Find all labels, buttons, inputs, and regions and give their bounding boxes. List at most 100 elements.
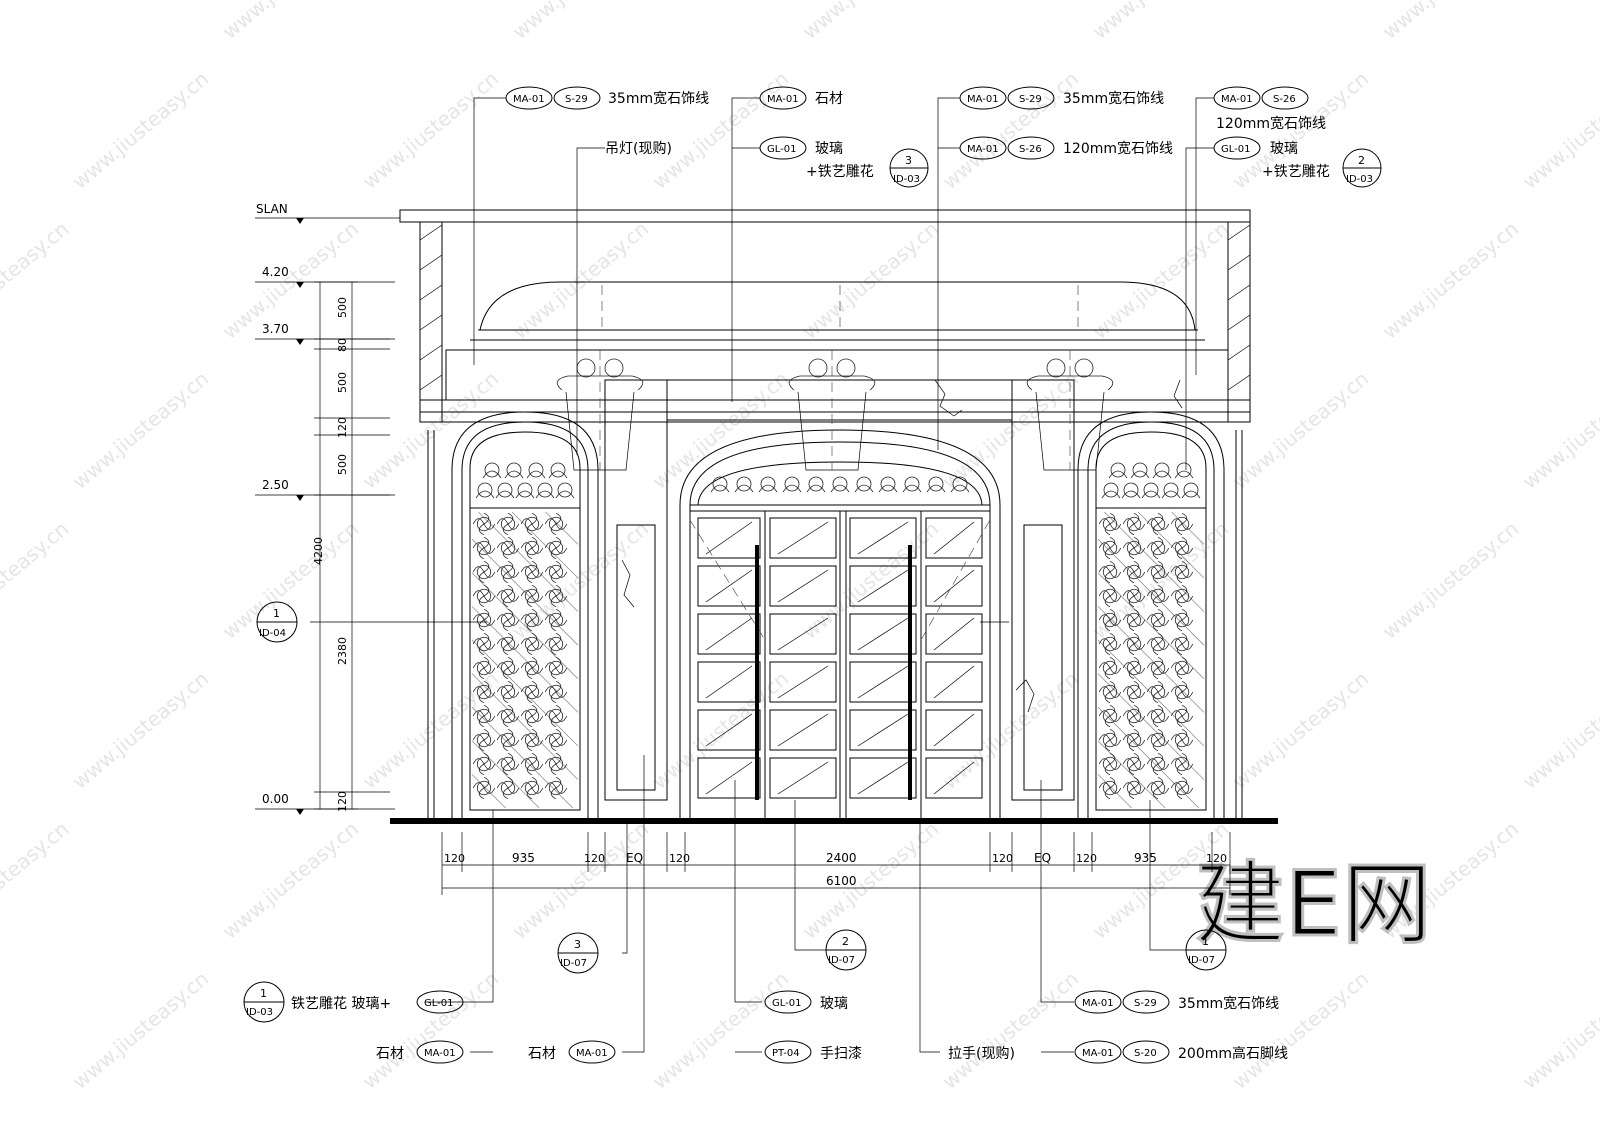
material-code: MA-01 <box>767 94 799 105</box>
watermark-text: www.jiusteasy.cn <box>508 0 653 44</box>
section-callout: 1 ID-03 <box>243 981 285 1023</box>
watermark-text: www.jiusteasy.cn <box>938 966 1083 1093</box>
dim-label: EQ <box>1034 851 1051 865</box>
dim-label: 120 <box>584 852 605 865</box>
annotation-text: 120mm宽石饰线 <box>1063 140 1173 157</box>
dim-label: 500 <box>336 372 349 393</box>
watermark-text: www.jiusteasy.cn <box>1518 66 1600 193</box>
horizontal-dimensions: 120 935 120 EQ 120 2400 120 EQ 120 935 1… <box>441 832 1231 895</box>
left-arched-window <box>451 411 599 818</box>
dim-label: 935 <box>1134 851 1157 865</box>
cornice <box>470 281 1205 341</box>
annotation-pendant: 吊灯(现购) <box>605 141 672 157</box>
level-label: SLAN <box>256 202 288 216</box>
watermark-text: www.jiusteasy.cn <box>798 216 943 343</box>
watermark-text: www.jiusteasy.cn <box>508 216 653 343</box>
annotation-text: 吊灯(现购) <box>605 141 672 157</box>
annotation-bottom-ironwork: 1 ID-03 铁艺雕花 玻璃+ GL-01 <box>243 981 464 1023</box>
material-code: S-29 <box>1134 998 1157 1009</box>
annotation-glass-center: GL-01 玻璃 +铁艺雕花 3 ID-03 <box>759 136 929 188</box>
svg-text:1: 1 <box>260 987 267 1000</box>
watermark-text: www.jiusteasy.cn <box>1228 666 1373 793</box>
watermark-text: www.jiusteasy.cn <box>508 816 653 943</box>
annotation-top-2: MA-01 石材 <box>759 86 843 110</box>
level-marker: 0.00 <box>255 792 395 815</box>
vertical-dimensions: 500 80 500 120 500 4200 2380 120 <box>312 281 390 812</box>
watermark-text: www.jiusteasy.cn <box>68 66 213 193</box>
watermark-text: www.jiusteasy.cn <box>0 216 73 343</box>
svg-text:ID-04: ID-04 <box>259 628 286 639</box>
annotation-bottom-line-35: MA-01 S-29 35mm宽石饰线 <box>1074 990 1279 1014</box>
watermark-text: www.jiusteasy.cn <box>1518 366 1600 493</box>
watermark-text: www.jiusteasy.cn <box>1518 666 1600 793</box>
watermark-text: www.jiusteasy.cn <box>218 516 363 643</box>
material-code: S-20 <box>1134 1048 1157 1059</box>
pendant-lamps <box>556 350 1114 471</box>
svg-text:ID-03: ID-03 <box>246 1007 273 1018</box>
level-label: 0.00 <box>262 792 289 806</box>
annotation-bottom-stone-1: 石材 MA-01 <box>376 1040 464 1064</box>
watermark-text: www.jiusteasy.cn <box>648 666 793 793</box>
dim-label: 2380 <box>336 637 349 665</box>
annotation-bottom-skirting: MA-01 S-20 200mm高石脚线 <box>1074 1040 1288 1064</box>
annotation-text: 120mm宽石饰线 <box>1216 115 1326 132</box>
dim-label: 2400 <box>826 851 857 865</box>
watermark-text: www.jiusteasy.cn <box>938 66 1083 193</box>
annotation-text: 石材 <box>815 91 843 107</box>
section-callout: 1 ID-07 <box>1185 929 1227 971</box>
svg-text:ID-03: ID-03 <box>1346 174 1373 185</box>
level-marker: 3.70 <box>255 322 395 345</box>
watermark-text: www.jiusteasy.cn <box>938 666 1083 793</box>
watermark-text: www.jiusteasy.cn <box>1518 966 1600 1093</box>
watermark-text: www.jiusteasy.cn <box>0 816 73 943</box>
watermark-text: www.jiusteasy.cn <box>798 0 943 44</box>
watermark-text: www.jiusteasy.cn <box>218 216 363 343</box>
watermark-text: www.jiusteasy.cn <box>68 366 213 493</box>
level-marker: SLAN <box>255 202 400 224</box>
material-code: MA-01 <box>1082 1048 1114 1059</box>
material-code: GL-01 <box>424 998 453 1009</box>
dim-label: 80 <box>336 338 349 352</box>
watermark-text: www.jiusteasy.cn <box>798 816 943 943</box>
annotation-text: 35mm宽石饰线 <box>608 90 709 107</box>
svg-text:1: 1 <box>1202 935 1209 948</box>
watermark-text: www.jiusteasy.cn <box>648 966 793 1093</box>
material-code: PT-04 <box>772 1048 800 1059</box>
watermark-text: www.jiusteasy.cn <box>1228 966 1373 1093</box>
annotation-text: 玻璃 <box>815 140 843 157</box>
watermark-text: www.jiusteasy.cn <box>648 66 793 193</box>
material-code: MA-01 <box>576 1048 608 1059</box>
watermark-text: www.jiusteasy.cn <box>1088 0 1233 44</box>
annotation-text: 35mm宽石饰线 <box>1063 90 1164 107</box>
material-code: S-29 <box>565 94 588 105</box>
central-door <box>666 379 1013 818</box>
section-callout: 2 ID-07 <box>825 929 867 971</box>
section-callout: 3 ID-07 <box>557 932 599 974</box>
watermark-text: www.jiusteasy.cn <box>358 66 503 193</box>
level-label: 3.70 <box>262 322 289 336</box>
material-code: GL-01 <box>767 144 796 155</box>
dim-label: 120 <box>1076 852 1097 865</box>
ceiling-slab <box>399 209 1251 423</box>
dim-label: 120 <box>1206 852 1227 865</box>
svg-text:2: 2 <box>842 935 849 948</box>
watermark-text: www.jiusteasy.cn <box>1378 216 1523 343</box>
level-label: 4.20 <box>262 265 289 279</box>
watermark-text: www.jiusteasy.cn <box>648 366 793 493</box>
annotation-bottom-glass: GL-01 玻璃 <box>764 990 848 1014</box>
material-code: MA-01 <box>1221 94 1253 105</box>
material-code: GL-01 <box>1221 144 1250 155</box>
watermark-text: www.jiusteasy.cn <box>1088 216 1233 343</box>
material-code: S-29 <box>1019 94 1042 105</box>
svg-text:2: 2 <box>1358 154 1365 167</box>
annotation-text: 铁艺雕花 玻璃+ <box>291 995 391 1012</box>
annotation-stone-line-120: MA-01 S-26 120mm宽石饰线 <box>959 136 1173 160</box>
annotation-glass-right: GL-01 玻璃 +铁艺雕花 2 ID-03 <box>1213 136 1382 188</box>
annotation-text: 玻璃 <box>1270 140 1298 157</box>
section-callout: 1 ID-04 <box>256 601 298 643</box>
right-arched-window <box>1077 411 1225 818</box>
watermark-text: www.jiusteasy.cn <box>68 666 213 793</box>
watermark-text: www.jiusteasy.cn <box>0 516 73 643</box>
dim-label: 935 <box>512 851 535 865</box>
